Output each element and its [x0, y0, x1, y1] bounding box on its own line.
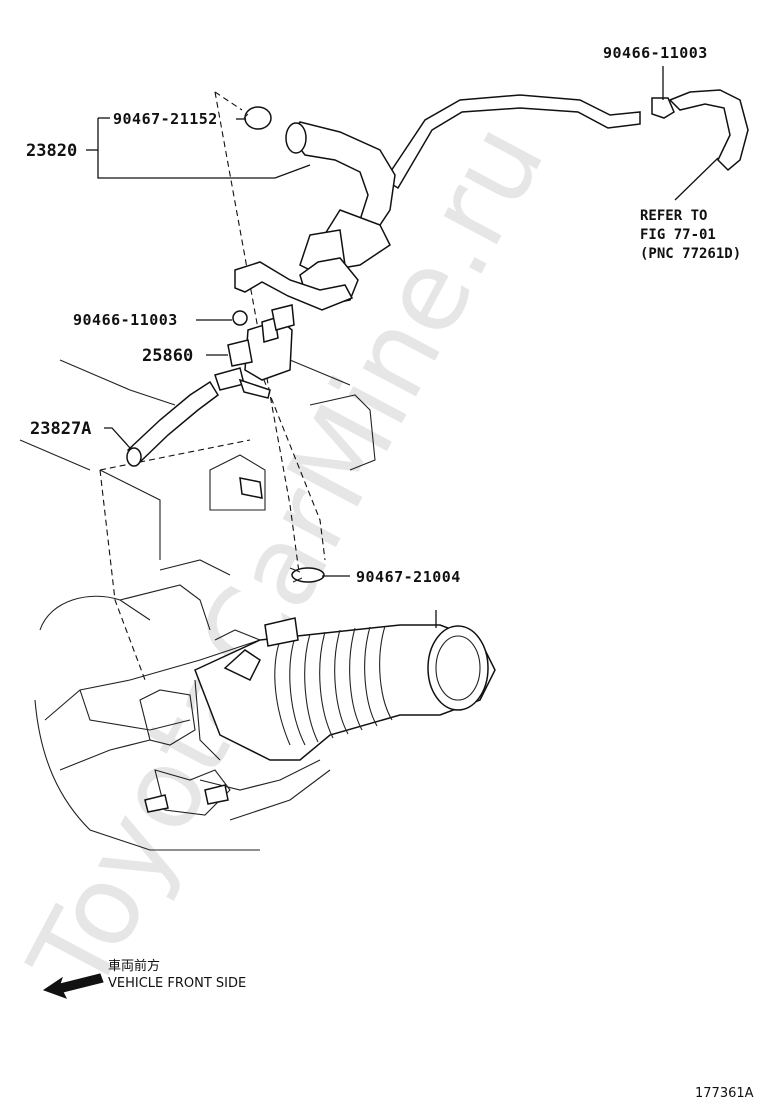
label-90466-11003-mid: 90466-11003 [73, 311, 178, 329]
vsv-valve-25860 [214, 304, 295, 399]
engine-outline [19, 359, 376, 851]
clip-90467-21152 [243, 106, 272, 130]
label-23827a: 23827A [30, 419, 91, 439]
air-intake-hose [144, 617, 496, 813]
part-labels: 90466-11003 90467-21152 23820 REFER TO F… [26, 44, 741, 586]
label-90466-11003-top: 90466-11003 [603, 44, 708, 62]
figure-id: 177361A [695, 1086, 754, 1101]
hose-23820 [234, 89, 749, 311]
refer-note-line2: FIG 77-01 [640, 227, 716, 243]
label-25860: 25860 [142, 346, 193, 366]
reference-outline [99, 91, 326, 681]
label-90467-21152: 90467-21152 [113, 110, 218, 128]
refer-note-line3: (PNC 77261D) [640, 246, 741, 262]
label-23820: 23820 [26, 141, 77, 161]
leader-lines [86, 66, 719, 628]
hose-23827a [126, 380, 263, 499]
front-side-english: VEHICLE FRONT SIDE [108, 976, 246, 991]
vehicle-front-indicator: 車両前方 VEHICLE FRONT SIDE [42, 958, 246, 999]
label-90467-21004: 90467-21004 [356, 568, 461, 586]
watermark: ToyotaCarMine.ru [4, 104, 569, 1013]
left-arrow-icon [42, 973, 104, 999]
refer-note-line1: REFER TO [640, 208, 707, 224]
front-side-japanese: 車両前方 [108, 958, 160, 974]
clip-90467-21004 [289, 567, 325, 583]
